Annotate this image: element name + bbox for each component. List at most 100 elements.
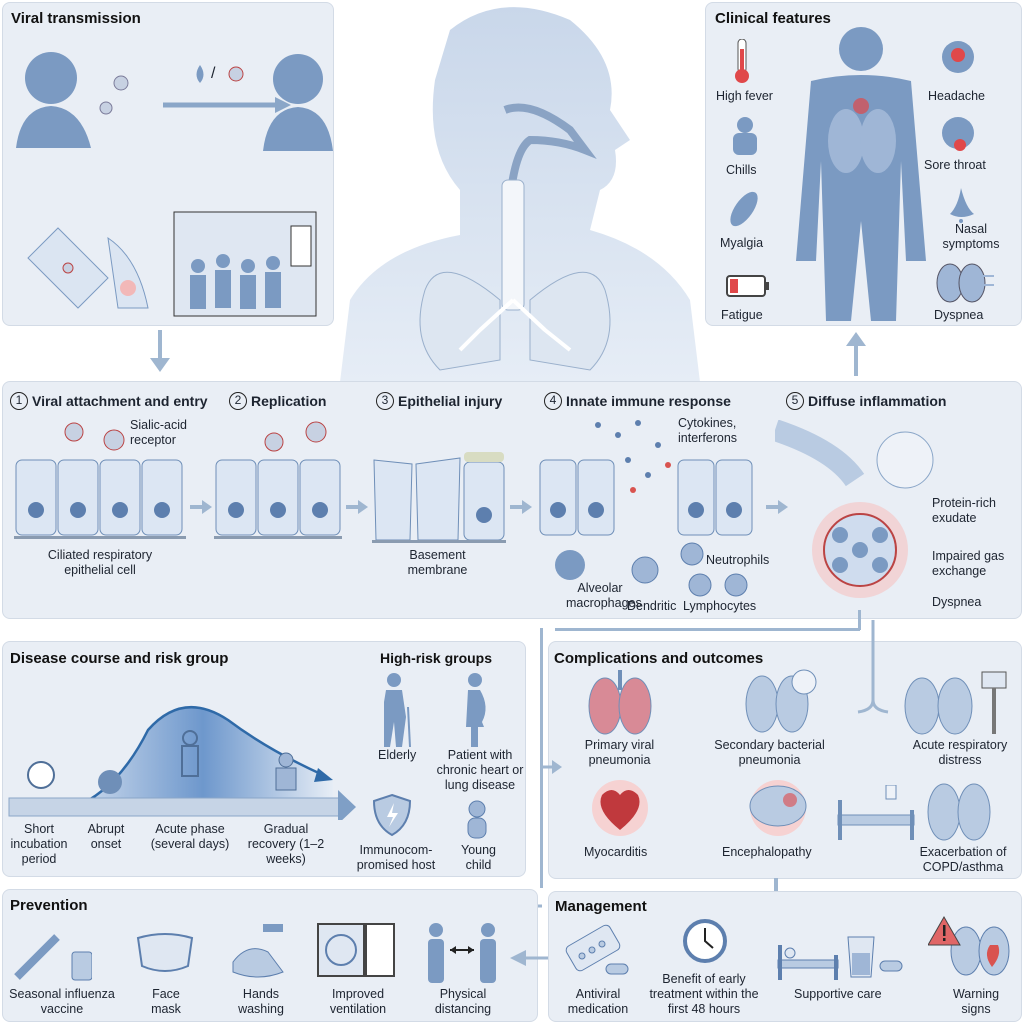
primary-viral-pneumonia-label: Primary viral pneumonia	[584, 738, 655, 767]
management-panel	[548, 891, 1022, 1022]
bed-water-pills-icon	[776, 935, 906, 980]
hand-contact-icon	[18, 218, 158, 318]
warning-lungs-icon	[928, 915, 1012, 977]
baby-icon	[462, 800, 492, 840]
brain-icon	[738, 780, 818, 838]
young-child-label: Young child	[461, 843, 496, 872]
step-number: 2	[229, 392, 247, 410]
disease-course-title: Disease course and risk group	[10, 650, 229, 667]
chronic-disease-label: Patient with chronic heart or lung disea…	[436, 748, 524, 792]
shield-lightning-icon	[372, 793, 412, 837]
heart-icon	[590, 780, 650, 838]
cytokines-label: Cytokines, interferons	[678, 416, 738, 445]
pregnant-patient-icon	[460, 672, 490, 747]
physical-distancing-icon	[422, 922, 502, 984]
chills-icon	[728, 115, 762, 155]
inflamed-alveoli-icon	[775, 420, 945, 610]
step-label: Viral attachment and entry	[32, 393, 208, 409]
copd-asthma-label: Exacerbation of COPD/asthma	[919, 845, 1007, 874]
infected-person-icon	[11, 38, 141, 148]
step-number: 1	[10, 392, 28, 410]
basement-membrane-label: Basement membrane	[407, 548, 468, 577]
alveolar-macrophages-label: Alveolar macrophages	[566, 581, 642, 610]
bacterial-pneumonia-label: Secondary bacterial pneumonia	[714, 738, 825, 767]
fatigue-label: Fatigue	[721, 308, 763, 322]
up-arrow-clinical	[846, 332, 866, 376]
arrow-into-complications	[540, 760, 562, 774]
nose-icon	[946, 188, 976, 223]
hand-washing-icon	[228, 922, 288, 982]
high-risk-groups-title: High-risk groups	[380, 650, 493, 666]
physical-distancing-label: Physical distancing	[434, 987, 492, 1016]
connector-line	[540, 628, 543, 888]
or-separator: /	[211, 65, 216, 82]
warning-signs-label: Warning signs	[952, 987, 1000, 1016]
epithelial-cells-replication	[214, 420, 344, 540]
down-arrow-transmission	[150, 330, 170, 374]
thermometer-icon	[732, 39, 752, 84]
arrow-right	[510, 500, 532, 514]
chills-label: Chills	[726, 163, 757, 177]
nasal-symptoms-label: Nasal symptoms	[942, 222, 1000, 251]
management-title: Management	[555, 898, 647, 915]
dyspnea-outcome-label: Dyspnea	[932, 595, 982, 609]
epithelial-cell-label: Ciliated respiratory epithelial cell	[47, 548, 153, 577]
sore-throat-icon	[938, 113, 978, 158]
neutrophils-label: Neutrophils	[706, 553, 770, 567]
complications-title: Complications and outcomes	[554, 650, 764, 667]
immune-cells-icon	[550, 540, 760, 600]
viral-pneumonia-icon	[585, 670, 655, 736]
low-battery-icon	[726, 275, 770, 297]
face-mask-label: Face mask	[151, 987, 181, 1016]
step-label: Replication	[251, 393, 327, 409]
arrow-right	[346, 500, 368, 514]
connector-line	[555, 628, 860, 631]
step-number: 4	[544, 392, 562, 410]
impaired-gas-exchange-label: Impaired gas exchange	[932, 549, 1005, 578]
clinical-features-title: Clinical features	[715, 10, 831, 27]
viral-transmission-panel: Viral transmission /	[2, 2, 334, 326]
elderly-icon	[376, 672, 416, 747]
injured-epithelium	[372, 450, 507, 545]
vaccine-syringe-icon	[12, 922, 92, 982]
clock-icon	[682, 918, 728, 964]
hospital-bed-icon	[836, 785, 916, 840]
virus-icon	[225, 63, 247, 85]
phase-incubation-label: Short incubation period	[10, 822, 68, 866]
step-label: Innate immune response	[566, 393, 731, 409]
arrow-right	[190, 500, 212, 514]
body-silhouette-icon	[786, 21, 936, 321]
hand-washing-label: Hands washing	[238, 987, 284, 1016]
muscle-icon	[724, 187, 764, 231]
high-fever-label: High fever	[716, 89, 773, 103]
dendritic-label: Dendritic	[627, 599, 677, 613]
phase-acute-label: Acute phase (several days)	[150, 822, 230, 851]
ventilator-lungs-icon	[900, 668, 1010, 736]
prevention-title: Prevention	[10, 897, 88, 914]
viral-transmission-title: Viral transmission	[11, 10, 141, 27]
phase-recovery-label: Gradual recovery (1–2 weeks)	[247, 822, 325, 866]
arrow-right	[766, 500, 788, 514]
central-anatomy-figure	[330, 0, 710, 382]
lymphocytes-label: Lymphocytes	[683, 599, 757, 613]
supportive-care-label: Supportive care	[794, 987, 882, 1001]
copd-lungs-icon	[922, 778, 1002, 842]
phase-onset-label: Abrupt onset	[87, 822, 125, 851]
disease-curve-chart	[8, 690, 358, 820]
myalgia-label: Myalgia	[720, 236, 764, 250]
headache-icon	[938, 35, 978, 80]
ventilation-icon	[316, 922, 396, 980]
step-number: 3	[376, 392, 394, 410]
epithelial-cells-attachment	[14, 420, 189, 540]
step-label: Epithelial injury	[398, 393, 503, 409]
acute-respiratory-distress-label: Acute respiratory distress	[912, 738, 1008, 767]
transmission-arrow	[163, 95, 293, 115]
early-treatment-label: Benefit of early treatment within the fi…	[649, 972, 759, 1016]
arrow-to-prevention-from-management	[510, 950, 550, 966]
protein-rich-exudate-label: Protein-rich exudate	[932, 496, 996, 525]
